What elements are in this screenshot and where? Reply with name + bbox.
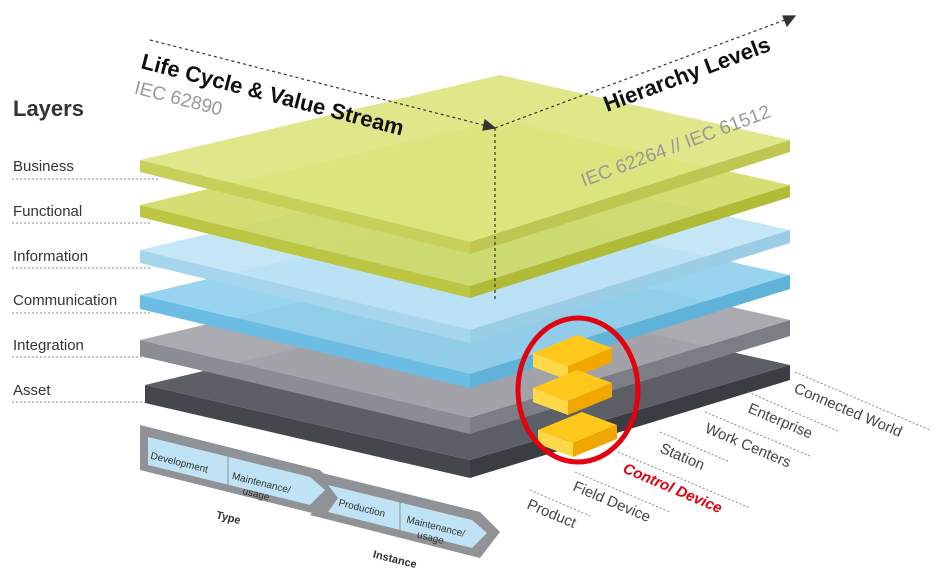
layer-label-functional: Functional xyxy=(13,203,83,220)
instance-block: Production Maintenance/ usage Instance xyxy=(310,470,500,571)
hierarchy-leader-lines xyxy=(529,371,931,517)
layer-label-information: Information xyxy=(13,248,89,265)
instance-label: Instance xyxy=(372,549,418,571)
layers-title: Layers xyxy=(13,96,84,121)
level-enterprise: Enterprise xyxy=(745,400,815,442)
layer-label-asset: Asset xyxy=(13,382,51,399)
level-field-device: Field Device xyxy=(570,478,653,526)
highlight-ring xyxy=(515,315,641,465)
layer-label-business: Business xyxy=(13,158,74,175)
layer-business-slab xyxy=(140,75,790,254)
level-product: Product xyxy=(524,496,579,532)
level-station: Station xyxy=(657,440,707,474)
hierarchy-axis-title: Hierarchy Levels xyxy=(600,32,774,117)
type-block: Development Maintenance/ usage Type xyxy=(140,425,340,527)
layer-leader-lines xyxy=(12,178,160,403)
axis-arrows xyxy=(149,15,797,300)
layer-label-communication: Communication xyxy=(13,292,118,309)
layer-label-integration: Integration xyxy=(13,337,84,354)
type-label: Type xyxy=(215,509,242,527)
control-device-highlight-blocks xyxy=(533,335,617,457)
